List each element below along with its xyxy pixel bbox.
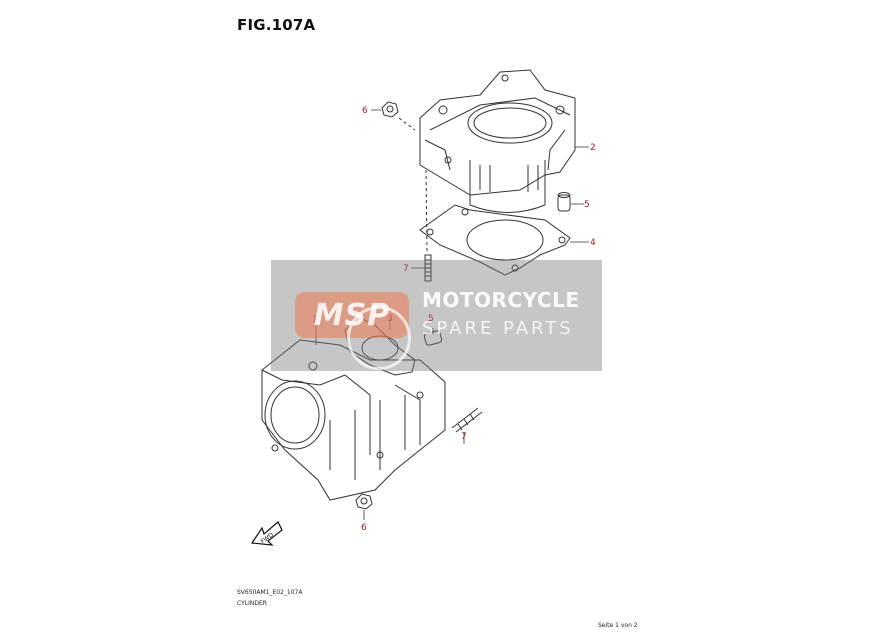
callout-7-bottom: 7 [461,432,467,442]
dowel-pin-mid [423,330,443,346]
nut-top [381,101,399,118]
watermark-line1: MOTORCYCLE [422,288,580,312]
callout-4: 4 [590,238,596,248]
watermark-ring-icon [347,306,411,370]
cylinder-upper-part [419,69,576,213]
fwd-arrow-icon: FWD [250,521,283,546]
watermark-logo: MSP [295,292,411,370]
dowel-pin-top [557,192,571,212]
footer-code: SV650AM1_E02_107A [237,589,303,596]
callout-6-bottom: 6 [361,523,367,533]
watermark-line2: SPARE PARTS [422,318,574,339]
cylinder-base-gasket [419,204,571,276]
watermark-banner: MSP MOTORCYCLE SPARE PARTS [271,260,602,371]
watermark-logo-text: MSP [313,298,391,333]
stud-bolt-lower [451,407,483,433]
footer-caption: CYLINDER [237,600,267,607]
nut-bottom [355,493,373,510]
callout-5-mid: 5 [428,314,434,324]
callout-5-top: 5 [584,200,590,210]
figure-title: FIG.107A [237,16,316,34]
callout-7-top: 7 [403,264,409,274]
footer-page: Seite 1 von 2 [598,622,638,629]
callout-2: 2 [590,143,596,153]
callout-6-top: 6 [362,106,368,116]
